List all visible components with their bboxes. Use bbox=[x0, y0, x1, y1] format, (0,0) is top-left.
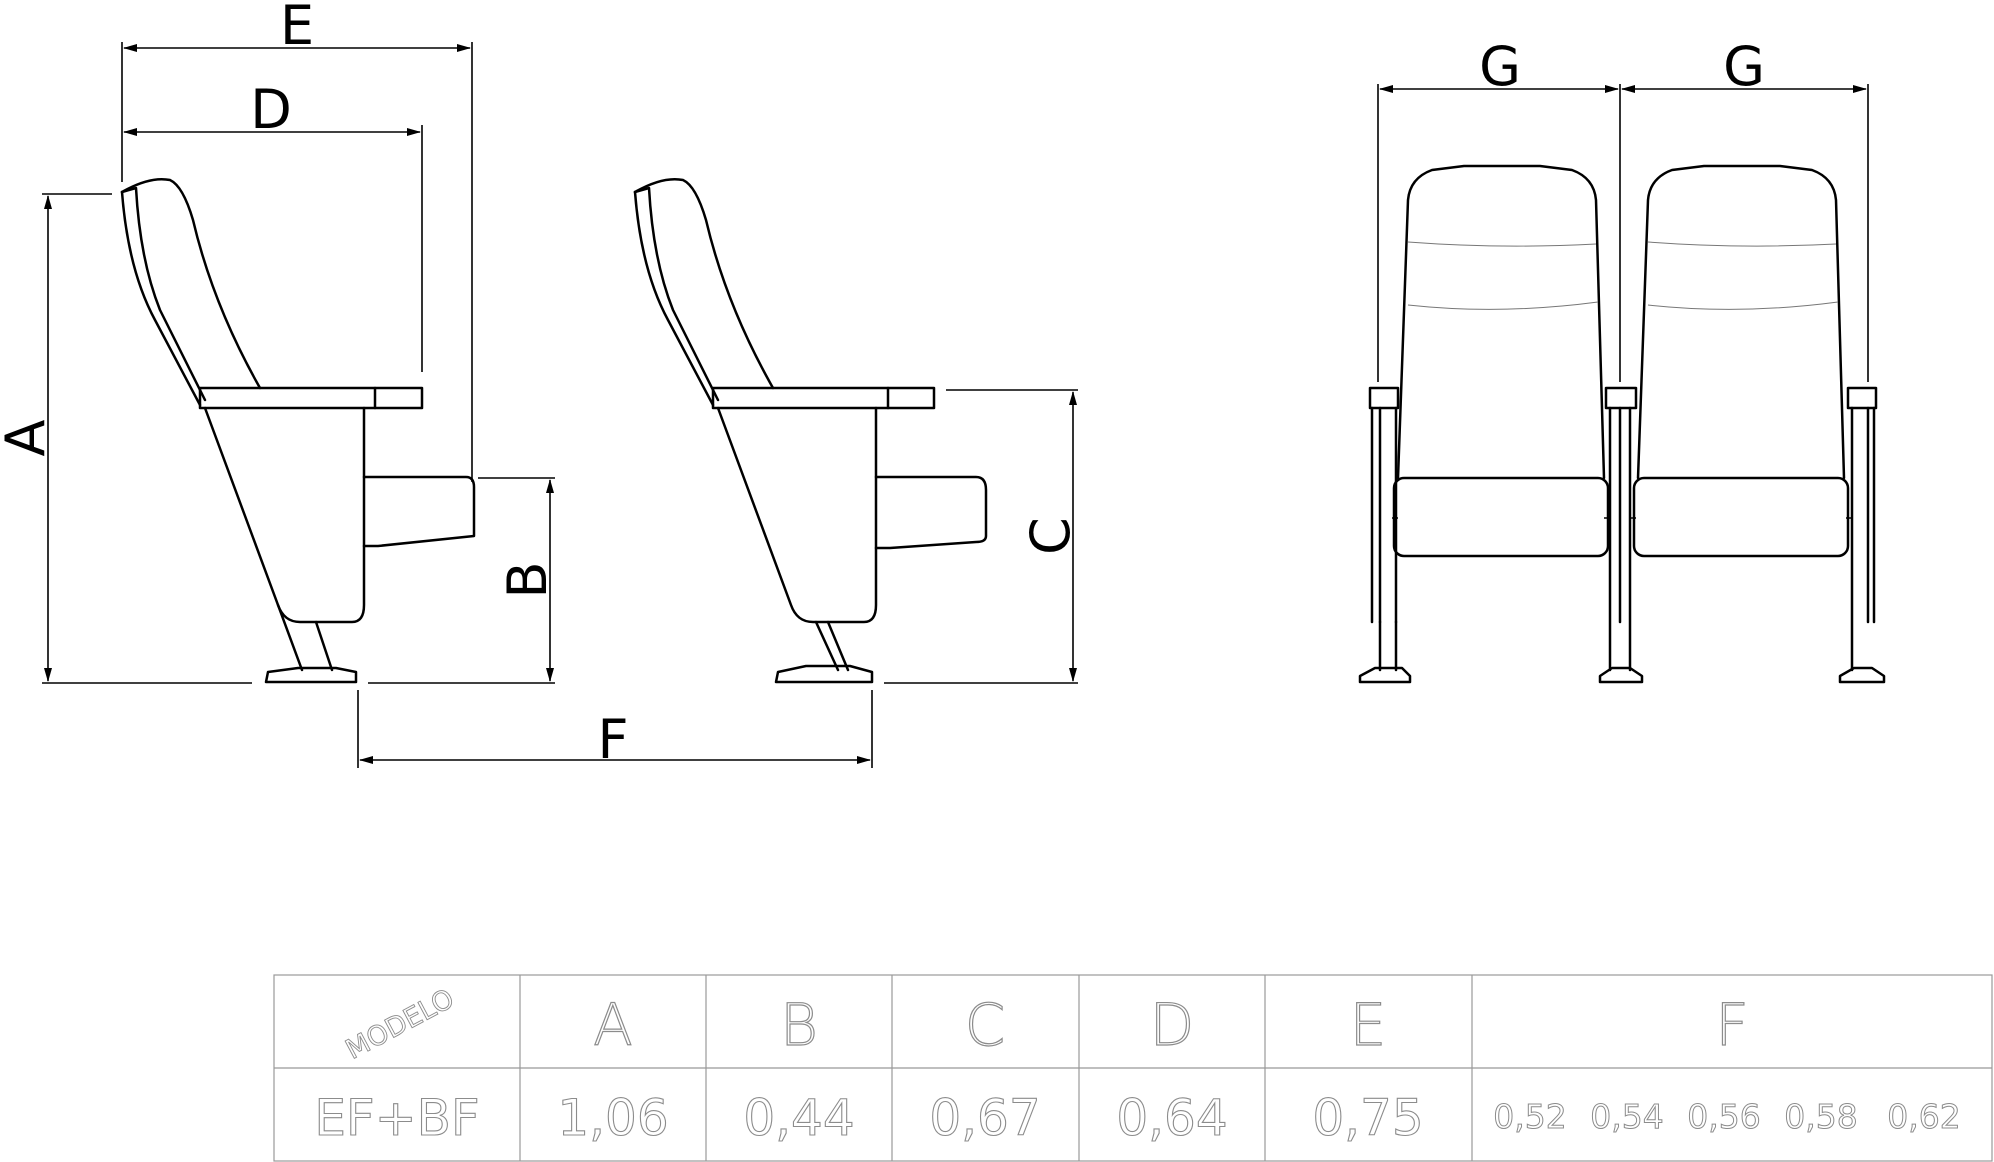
dim-label-c: C bbox=[1019, 517, 1082, 555]
table-model-header: MODELO bbox=[341, 983, 460, 1066]
table-col-header: A bbox=[593, 991, 633, 1059]
dim-label-f: F bbox=[597, 708, 628, 771]
front-seat-right bbox=[1630, 164, 1852, 558]
table-cell: 0,67 bbox=[929, 1089, 1040, 1147]
table-col-header: B bbox=[780, 991, 818, 1059]
front-seat-left bbox=[1392, 164, 1610, 558]
table-f-value: 0,58 bbox=[1784, 1097, 1857, 1136]
dimension-lines bbox=[42, 42, 1869, 768]
dim-label-g-left: G bbox=[1479, 35, 1521, 98]
table-cell: 0,44 bbox=[743, 1089, 854, 1147]
table-col-header: C bbox=[965, 991, 1006, 1059]
table-f-value: 0,56 bbox=[1687, 1097, 1760, 1136]
arm-support-left bbox=[1358, 386, 1412, 684]
arm-support-right bbox=[1838, 386, 1886, 684]
dim-label-d: D bbox=[250, 78, 292, 141]
table-f-value: 0,54 bbox=[1590, 1097, 1663, 1136]
front-view-two-seats bbox=[1358, 164, 1886, 684]
table-col-header: D bbox=[1150, 991, 1195, 1059]
dim-label-g-right: G bbox=[1723, 35, 1765, 98]
table-cell: 1,06 bbox=[557, 1089, 668, 1147]
side-view-seat-folded bbox=[633, 178, 988, 684]
dim-label-e: E bbox=[280, 0, 314, 57]
table-cell: 0,75 bbox=[1312, 1089, 1423, 1147]
table-f-value: 0,62 bbox=[1887, 1097, 1960, 1136]
table-col-header: F bbox=[1715, 991, 1748, 1059]
table-cell: 0,64 bbox=[1116, 1089, 1227, 1147]
table-f-value: 0,52 bbox=[1493, 1097, 1566, 1136]
dim-label-a: A bbox=[0, 419, 57, 456]
dimension-table: MODELO A B C D E F EF+BF 1,06 0,44 0,67 … bbox=[273, 974, 1993, 1162]
arm-support-middle bbox=[1598, 386, 1644, 684]
table-model-name: EF+BF bbox=[314, 1089, 479, 1147]
side-view-seat-down bbox=[120, 178, 476, 684]
dimension-letters: E D A B C F G G bbox=[0, 0, 1765, 771]
dim-label-b: B bbox=[496, 561, 559, 598]
table-col-header: E bbox=[1350, 991, 1387, 1059]
